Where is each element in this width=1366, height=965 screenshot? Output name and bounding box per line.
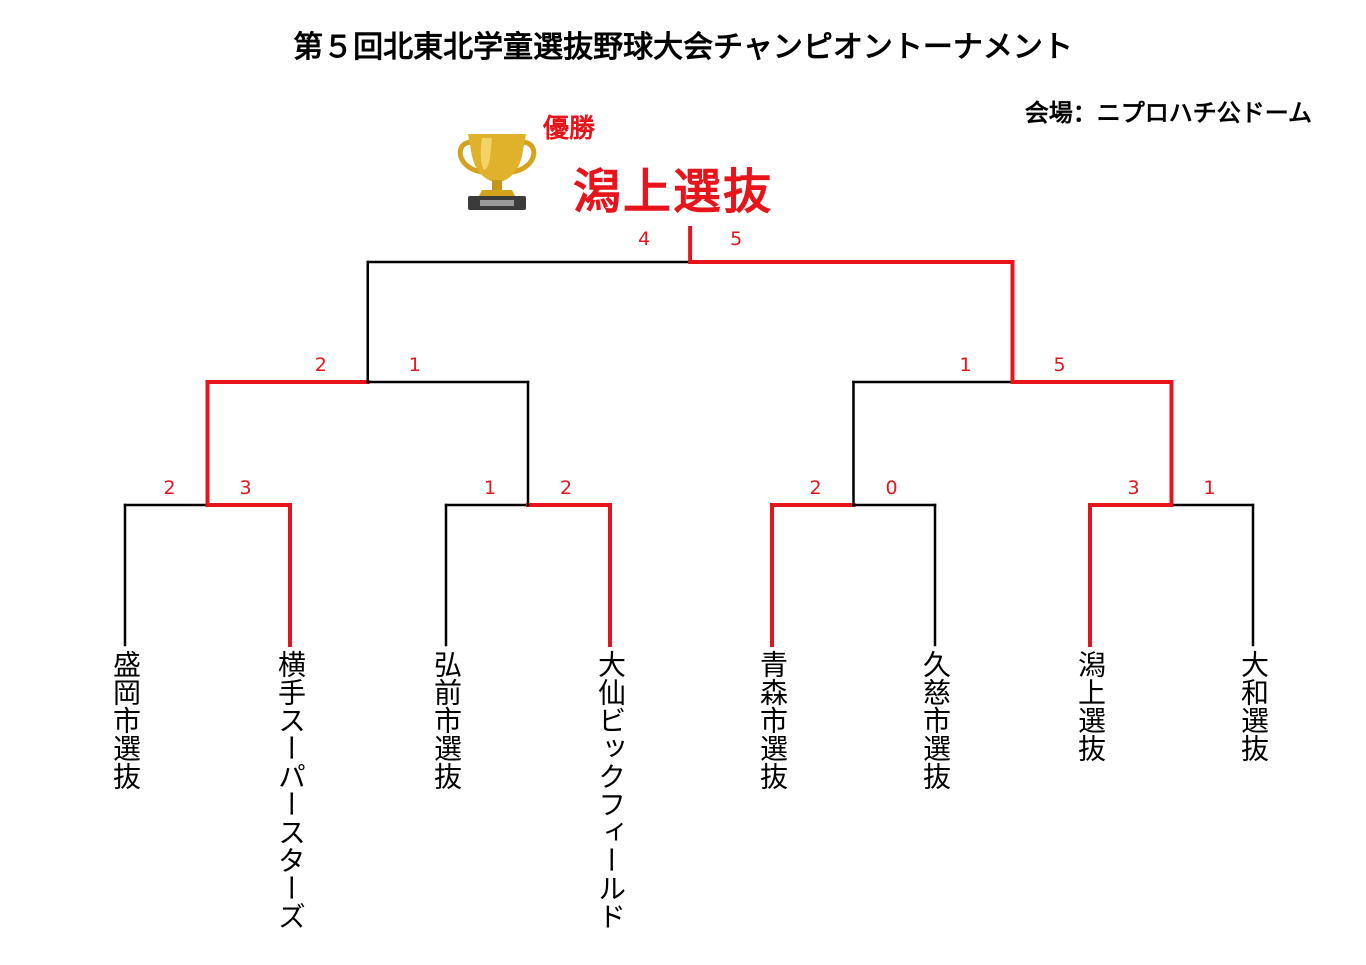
page-title: 第５回北東北学童選抜野球大会チャンピオントーナメント xyxy=(293,30,1073,65)
score-r1-m3-right: 0 xyxy=(885,477,898,499)
team-label: 弘前市選抜 xyxy=(430,650,463,790)
team-label: 大和選抜 xyxy=(1237,650,1270,762)
score-r1-m1-left: 2 xyxy=(163,477,176,499)
team-label: 大仙ビックフィールド xyxy=(594,650,627,930)
score-r1-m4-right: 1 xyxy=(1203,477,1216,499)
score-r2-m1-right: 1 xyxy=(408,354,421,376)
champion-label: 優勝 xyxy=(543,114,596,144)
score-final-left: 4 xyxy=(638,228,651,250)
team-label: 久慈市選抜 xyxy=(919,650,952,790)
score-r1-m4-left: 3 xyxy=(1127,477,1140,499)
team-label: 青森市選抜 xyxy=(756,650,789,790)
score-r1-m2-right: 2 xyxy=(559,477,573,499)
score-r1-m2-left: 1 xyxy=(483,477,497,499)
team-label: 潟上選抜 xyxy=(1074,650,1107,762)
venue-label: 会場：ニプロハチ公ドーム xyxy=(1024,99,1312,127)
champion-team-name: 潟上選抜 xyxy=(573,164,774,220)
score-r2-m2-left: 1 xyxy=(959,354,972,376)
trophy-icon xyxy=(457,134,537,210)
score-r2-m2-right: 5 xyxy=(1053,354,1066,376)
score-final-right: 5 xyxy=(730,228,743,250)
team-label: 横手スーパースターズ xyxy=(274,650,307,930)
score-r1-m1-right: 3 xyxy=(239,477,252,499)
score-r1-m3-left: 2 xyxy=(809,477,822,499)
team-label: 盛岡市選抜 xyxy=(109,650,142,790)
score-r2-m1-left: 2 xyxy=(314,354,327,376)
